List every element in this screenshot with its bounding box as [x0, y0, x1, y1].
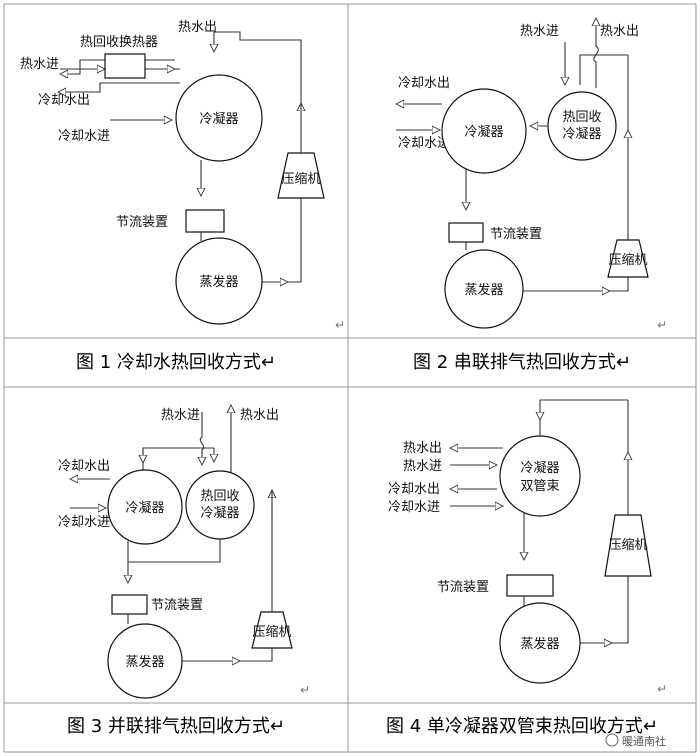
- fig2-cooling-out-label: 冷却水出: [398, 76, 450, 91]
- fig2-hot-water-in-label: 热水进: [520, 24, 559, 39]
- fig1-compressor-label: 压缩机: [281, 171, 320, 187]
- fig2-cooling-in-label: 冷却水进: [398, 136, 450, 151]
- fig3-hot-water-in-label: 热水进: [161, 408, 200, 423]
- fig3-cooling-in-label: 冷却水进: [58, 515, 110, 530]
- fig4-throttle-label: 节流装置: [437, 580, 489, 595]
- fig4-compressor-shape: [604, 514, 652, 577]
- fig3-hr-condenser-label-1: 热回收: [200, 489, 239, 504]
- fig3-evaporator-label: 蒸发器: [125, 654, 164, 670]
- fig1-heat-exchanger-box: [104, 53, 146, 79]
- fig4-condenser-circle: [499, 435, 581, 517]
- figure-1-diagram: 热水出 热回收换热器 热水进 冷却水出 冷却水进 冷凝器 节流装置 蒸发器: [20, 20, 345, 332]
- fig3-compressor-label: 压缩机: [252, 624, 291, 640]
- fig2-caption: 图 2 串联排气热回收方式↵: [413, 352, 631, 373]
- fig1-condenser-circle: [175, 74, 263, 162]
- figure-4-diagram: 热水出 热水进 冷却水出 冷却水进 冷凝器 双管束 节流装置 蒸发器 压缩机 ↵: [388, 399, 667, 696]
- fig2-throttle-label: 节流装置: [490, 227, 542, 242]
- fig1-hot-water-out-label: 热水出: [178, 20, 217, 35]
- fig1-hot-water-in-label: 热水进: [20, 57, 59, 72]
- fig3-caption: 图 3 并联排气热回收方式↵: [67, 716, 285, 737]
- fig2-evaporator-circle: [444, 249, 524, 329]
- fig3-condenser-circle: [107, 469, 183, 545]
- figure-2-diagram: 热水进 热水出 冷却水出 冷却水进 热回收 冷凝器 冷凝器 节流装置 蒸发器 压…: [396, 18, 667, 332]
- fig3-throttle-label: 节流装置: [151, 598, 203, 613]
- fig2-hr-condenser-label-2: 冷凝器: [562, 126, 601, 142]
- fig3-return-mark: ↵: [300, 683, 310, 697]
- fig2-return-mark: ↵: [657, 318, 667, 332]
- fig2-evaporator-label: 蒸发器: [464, 282, 503, 298]
- fig1-compressor-shape: [277, 152, 325, 199]
- fig1-return-mark: ↵: [335, 318, 345, 332]
- fig4-compressor-label: 压缩机: [608, 537, 647, 553]
- figure-3-diagram: 热水进 热水出 冷却水出 冷却水进 冷凝器 热回收 冷凝器 节流装置 蒸发器 压…: [58, 405, 310, 699]
- fig4-cooling-out-label: 冷却水出: [388, 482, 440, 497]
- fig2-condenser-circle: [441, 88, 527, 174]
- fig4-condenser-label-2: 双管束: [520, 479, 559, 494]
- fig4-hot-water-out-label: 热水出: [403, 441, 442, 456]
- fig1-evaporator-label: 蒸发器: [199, 274, 238, 290]
- fig3-compressor-shape: [251, 611, 293, 649]
- fig3-hr-condenser-label-2: 冷凝器: [200, 505, 239, 521]
- table-grid: [3, 3, 697, 753]
- fig1-throttle-box: [185, 209, 225, 233]
- fig1-caption: 图 1 冷却水热回收方式↵: [76, 352, 276, 373]
- fig2-throttle-box: [448, 222, 484, 243]
- fig1-cooling-in-label: 冷却水进: [58, 129, 110, 144]
- fig3-condenser-label: 冷凝器: [125, 500, 164, 516]
- fig1-throttle-label: 节流装置: [116, 215, 168, 230]
- fig4-condenser-label-1: 冷凝器: [520, 460, 559, 476]
- fig2-hr-condenser-label-1: 热回收: [562, 110, 601, 125]
- fig2-hr-condenser-circle: [547, 91, 617, 161]
- fig2-hot-water-out-label: 热水出: [600, 24, 639, 39]
- fig2-compressor-label: 压缩机: [608, 252, 647, 268]
- fig3-throttle-box: [111, 594, 148, 615]
- watermark: 暖通南社: [605, 733, 666, 748]
- fig4-return-mark: ↵: [657, 682, 667, 696]
- fig1-evaporator-circle: [175, 237, 263, 325]
- fig3-cooling-out-label: 冷却水出: [58, 459, 110, 474]
- fig4-throttle-box: [506, 574, 554, 597]
- fig1-heat-exchanger-label: 热回收换热器: [80, 35, 158, 50]
- fig3-hr-condenser-circle: [185, 470, 255, 540]
- watermark-text: 暖通南社: [622, 734, 666, 748]
- fig1-condenser-label: 冷凝器: [199, 111, 238, 127]
- fig4-cooling-in-label: 冷却水进: [388, 500, 440, 515]
- fig3-hot-water-out-label: 热水出: [240, 408, 279, 423]
- fig4-evaporator-label: 蒸发器: [520, 636, 559, 652]
- fig4-hot-water-in-label: 热水进: [403, 459, 442, 474]
- fig4-caption: 图 4 单冷凝器双管束热回收方式↵: [386, 716, 658, 737]
- fig2-compressor-shape: [607, 239, 649, 278]
- fig2-condenser-label: 冷凝器: [464, 124, 503, 140]
- fig1-cooling-out-label: 冷却水出: [38, 93, 90, 108]
